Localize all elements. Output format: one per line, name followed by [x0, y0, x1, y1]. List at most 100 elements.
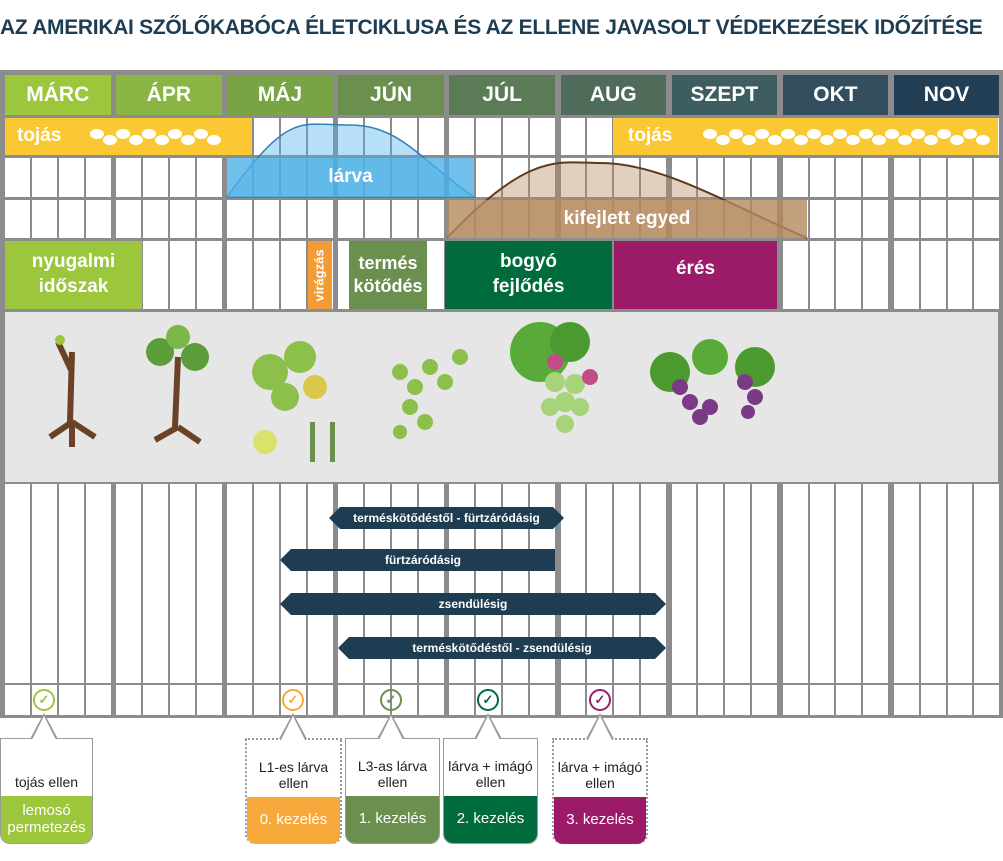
- adult-bar: kifejlett egyed: [447, 200, 807, 238]
- week-cell: [5, 685, 30, 715]
- week-cell: [116, 685, 141, 715]
- week-cell: [58, 158, 84, 197]
- week-cell: [920, 484, 946, 683]
- week-cell: [725, 484, 751, 683]
- week-cell: [254, 484, 279, 683]
- week-cell: [196, 241, 222, 309]
- week-cell: [974, 685, 1000, 715]
- budding-vine-icon: [146, 325, 209, 445]
- week-cell: [530, 685, 555, 715]
- week-cell: [142, 484, 168, 683]
- week-cell: [947, 484, 973, 683]
- week-cell: [782, 241, 808, 309]
- egg-bar-2: tojás: [613, 118, 998, 155]
- treatment-target: lárva + imágó ellen: [557, 759, 643, 791]
- month-header: SZEPT: [671, 75, 778, 115]
- week-cell: [254, 200, 279, 238]
- dormant-vine-icon: [48, 335, 97, 447]
- egg-label-2: tojás: [628, 125, 673, 147]
- callout-pointer-fill: [379, 716, 403, 740]
- week-cell: [280, 200, 306, 238]
- week-cell: [641, 158, 666, 197]
- ripe-grapes-icon: [650, 339, 775, 425]
- week-cell: [280, 118, 306, 155]
- callout-pointer-fill: [32, 716, 56, 740]
- week-cell: [863, 241, 889, 309]
- week-cell: [560, 158, 586, 197]
- week-cell: [116, 158, 141, 197]
- week-cell: [280, 241, 306, 309]
- month-header: JÚN: [338, 75, 444, 115]
- berry-label: bogyó fejlődés: [492, 251, 565, 297]
- week-cell: [752, 158, 778, 197]
- treatment-target: lárva + imágó ellen: [448, 758, 533, 790]
- week-cell: [418, 118, 444, 155]
- flowering-label: virágzás: [311, 248, 327, 302]
- week-cell: [392, 200, 417, 238]
- week-cell: [307, 200, 333, 238]
- callout-pointer-fill: [476, 716, 500, 740]
- treatment-window-arrow: terméskötődéstől - zsendülésig: [338, 637, 666, 659]
- week-cell: [5, 484, 30, 683]
- treatment-target: tojás ellen: [14, 773, 79, 790]
- week-cell: [893, 158, 919, 197]
- week-cell: [503, 158, 529, 197]
- week-cell: [671, 158, 697, 197]
- month-header: MÁRC: [5, 75, 111, 115]
- treatment-check-icon: ✓: [380, 689, 402, 711]
- week-cell: [974, 484, 1000, 683]
- week-cell: [974, 158, 1000, 197]
- week-cell: [809, 241, 835, 309]
- week-cell: [85, 200, 111, 238]
- week-cell: [782, 158, 808, 197]
- ripening-bar: érés: [614, 241, 777, 309]
- treatment-check-icon: ✓: [589, 689, 611, 711]
- week-cell: [307, 685, 333, 715]
- week-cell: [449, 685, 475, 715]
- week-cell: [196, 685, 222, 715]
- month-header: JÚL: [449, 75, 555, 115]
- treatment-action: 0. kezelés: [247, 797, 340, 844]
- week-cell: [974, 200, 1000, 238]
- week-cell: [863, 158, 889, 197]
- week-cell: [725, 685, 751, 715]
- week-cell: [893, 685, 919, 715]
- week-cell: [809, 158, 835, 197]
- week-cell: [280, 484, 306, 683]
- week-cell: [169, 241, 195, 309]
- ripening-label: érés: [675, 258, 716, 279]
- month-header: AUG: [560, 75, 666, 115]
- week-cell: [947, 685, 973, 715]
- week-cell: [418, 685, 444, 715]
- callout-pointer-fill: [281, 716, 305, 740]
- egg-bar-1: tojás: [5, 118, 252, 155]
- treatment-check-icon: ✓: [33, 689, 55, 711]
- week-cell: [893, 484, 919, 683]
- week-cell: [85, 484, 111, 683]
- week-cell: [254, 241, 279, 309]
- week-cell: [418, 200, 444, 238]
- week-cell: [169, 484, 195, 683]
- week-cell: [142, 158, 168, 197]
- fruitset-vine-icon: [392, 349, 468, 439]
- week-cell: [947, 158, 973, 197]
- week-cell: [836, 685, 862, 715]
- week-cell: [227, 685, 253, 715]
- week-cell: [809, 685, 835, 715]
- week-cell: [863, 484, 889, 683]
- berry-bar: bogyó fejlődés: [445, 241, 612, 309]
- week-cell: [227, 200, 253, 238]
- week-cell: [196, 158, 222, 197]
- larva-label: lárva: [328, 166, 373, 188]
- week-cell: [31, 158, 57, 197]
- week-cell: [863, 200, 889, 238]
- week-cell: [307, 484, 333, 683]
- week-cell: [809, 200, 835, 238]
- egg-label-1: tojás: [17, 125, 62, 147]
- flowering-vine-icon: [252, 341, 335, 462]
